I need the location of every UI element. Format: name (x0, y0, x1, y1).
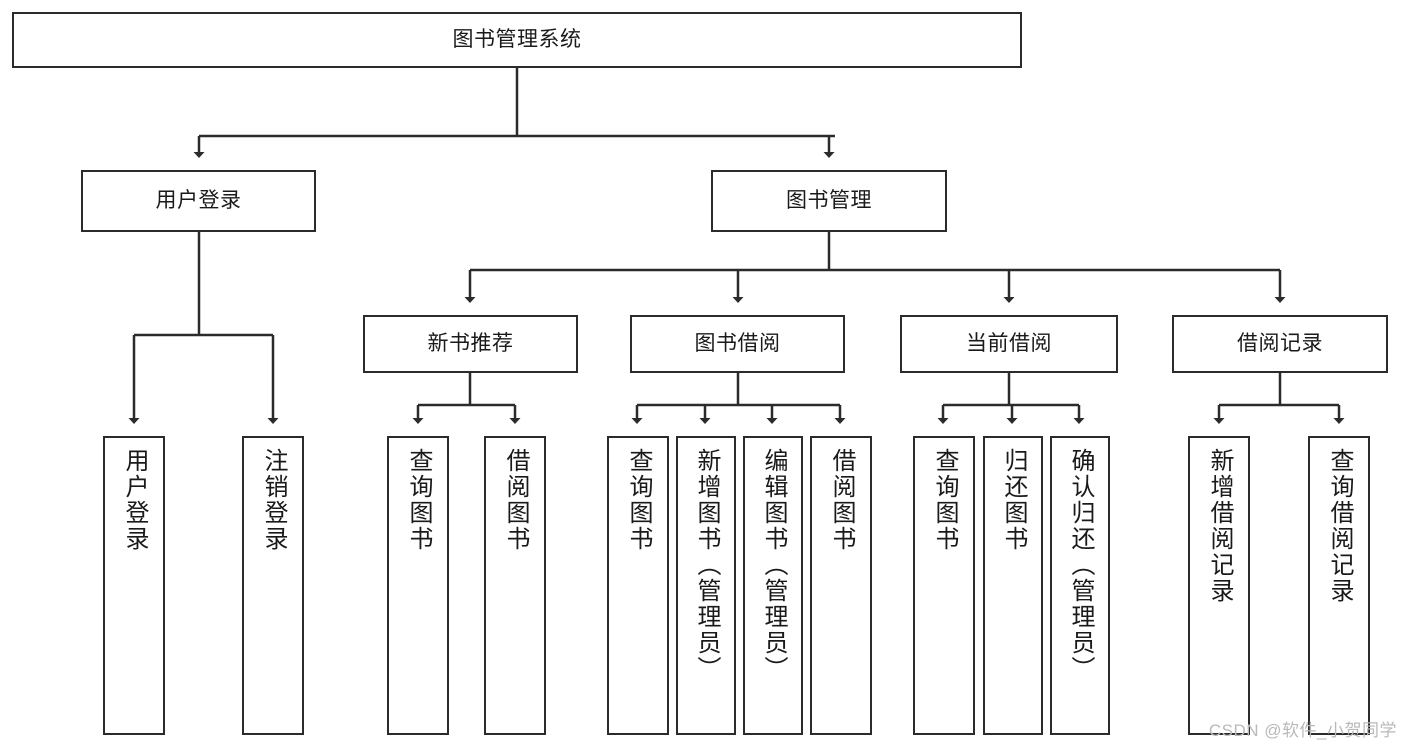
node-leaf-borrow-borrow-book[interactable]: 借阅图书 (810, 436, 872, 735)
node-leaf-current-query-book[interactable]: 查询图书 (913, 436, 975, 735)
node-leaf-current-query-book-label: 查询图书 (931, 448, 958, 552)
csdn-watermark: CSDN @软件_小贺同学 (1208, 721, 1397, 740)
node-leaf-current-confirm-return-label: 确认归还（管理员） (1067, 448, 1094, 682)
node-new-book-recommend[interactable]: 新书推荐 (363, 315, 578, 373)
node-leaf-borrow-add-book-label: 新增图书（管理员） (693, 448, 720, 682)
node-user-login[interactable]: 用户登录 (81, 170, 316, 232)
node-leaf-user-login-label: 用户登录 (121, 448, 148, 552)
node-leaf-current-return-book-label: 归还图书 (1000, 448, 1027, 552)
node-new-book-recommend-label: 新书推荐 (427, 331, 514, 355)
node-leaf-current-return-book[interactable]: 归还图书 (983, 436, 1043, 735)
node-leaf-record-add-label: 新增借阅记录 (1206, 448, 1233, 604)
node-leaf-borrow-edit-book-label: 编辑图书（管理员） (760, 448, 787, 682)
node-user-login-label: 用户登录 (155, 188, 242, 212)
node-leaf-borrow-add-book[interactable]: 新增图书（管理员） (676, 436, 736, 735)
node-current-borrow[interactable]: 当前借阅 (900, 315, 1118, 373)
node-leaf-record-query-label: 查询借阅记录 (1326, 448, 1353, 604)
node-current-borrow-label: 当前借阅 (966, 331, 1052, 355)
node-book-manage[interactable]: 图书管理 (711, 170, 947, 232)
node-leaf-recommend-borrow-book-label: 借阅图书 (502, 448, 529, 552)
node-leaf-record-query[interactable]: 查询借阅记录 (1308, 436, 1370, 735)
node-book-manage-label: 图书管理 (786, 188, 872, 212)
node-leaf-borrow-query-book-label: 查询图书 (625, 448, 652, 552)
node-borrow-record[interactable]: 借阅记录 (1172, 315, 1388, 373)
node-leaf-recommend-query-book-label: 查询图书 (405, 448, 432, 552)
node-root-label: 图书管理系统 (452, 27, 582, 51)
node-book-borrow-label: 图书借阅 (694, 331, 781, 355)
node-root[interactable]: 图书管理系统 (12, 12, 1022, 68)
node-leaf-user-login[interactable]: 用户登录 (103, 436, 165, 735)
node-leaf-user-logout[interactable]: 注销登录 (242, 436, 304, 735)
node-leaf-borrow-query-book[interactable]: 查询图书 (607, 436, 669, 735)
node-leaf-borrow-edit-book[interactable]: 编辑图书（管理员） (743, 436, 803, 735)
node-leaf-current-confirm-return[interactable]: 确认归还（管理员） (1050, 436, 1110, 735)
node-leaf-recommend-query-book[interactable]: 查询图书 (387, 436, 449, 735)
node-leaf-user-logout-label: 注销登录 (260, 448, 287, 552)
node-book-borrow[interactable]: 图书借阅 (630, 315, 845, 373)
node-leaf-borrow-borrow-book-label: 借阅图书 (828, 448, 855, 552)
node-leaf-recommend-borrow-book[interactable]: 借阅图书 (484, 436, 546, 735)
node-leaf-record-add[interactable]: 新增借阅记录 (1188, 436, 1250, 735)
node-borrow-record-label: 借阅记录 (1237, 331, 1323, 355)
